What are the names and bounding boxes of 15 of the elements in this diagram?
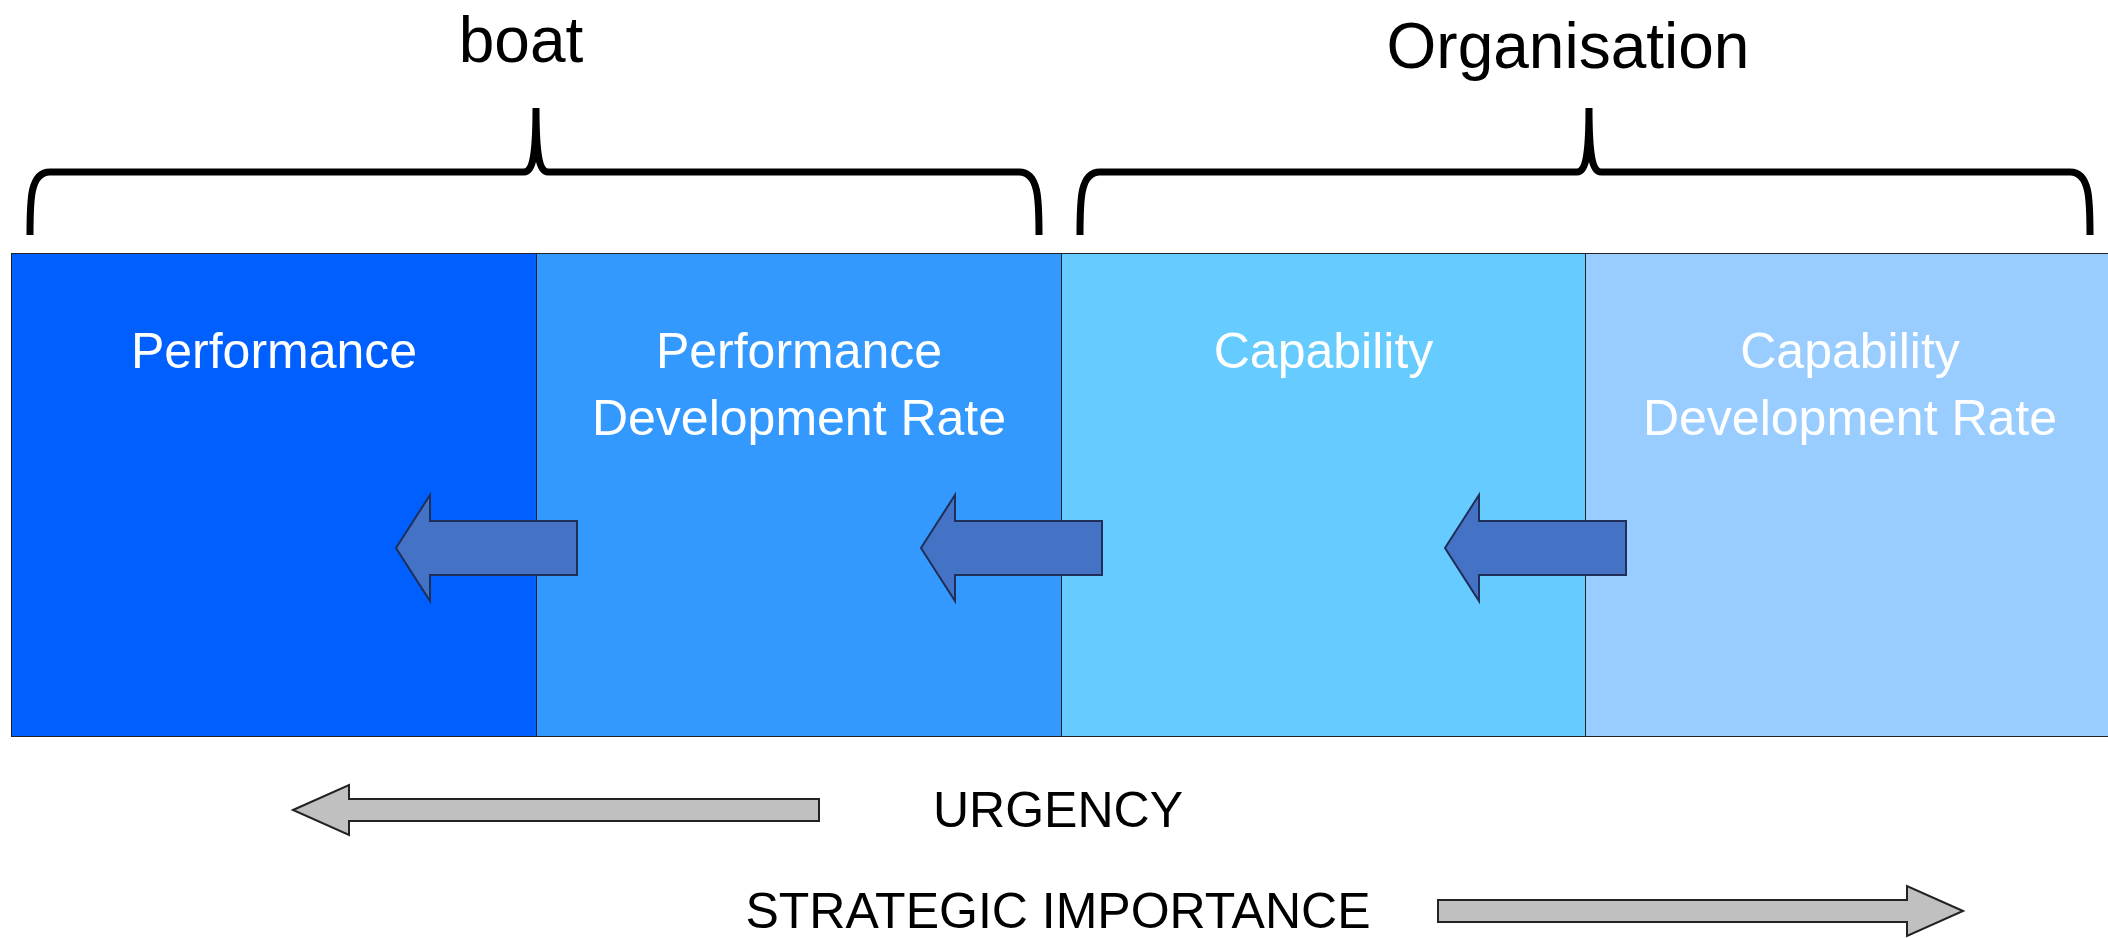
box-label: Capability: [1212, 322, 1435, 381]
block-arrow: [919, 491, 1103, 605]
process-box: [1061, 253, 1586, 737]
box-label: Capability Development Rate: [1641, 322, 2059, 448]
group-heading: boat: [458, 3, 584, 77]
process-box: [1585, 253, 2108, 737]
axis-label: URGENCY: [933, 781, 1183, 839]
block-arrow: [1443, 491, 1627, 605]
box-label: Performance Development Rate: [590, 322, 1008, 448]
process-box: [11, 253, 537, 737]
block-arrow: [394, 491, 578, 605]
box-label: Performance: [129, 322, 419, 381]
axis-label: STRATEGIC IMPORTANCE: [745, 882, 1371, 938]
group-heading: Organisation: [1386, 9, 1750, 83]
process-box: [536, 253, 1062, 737]
